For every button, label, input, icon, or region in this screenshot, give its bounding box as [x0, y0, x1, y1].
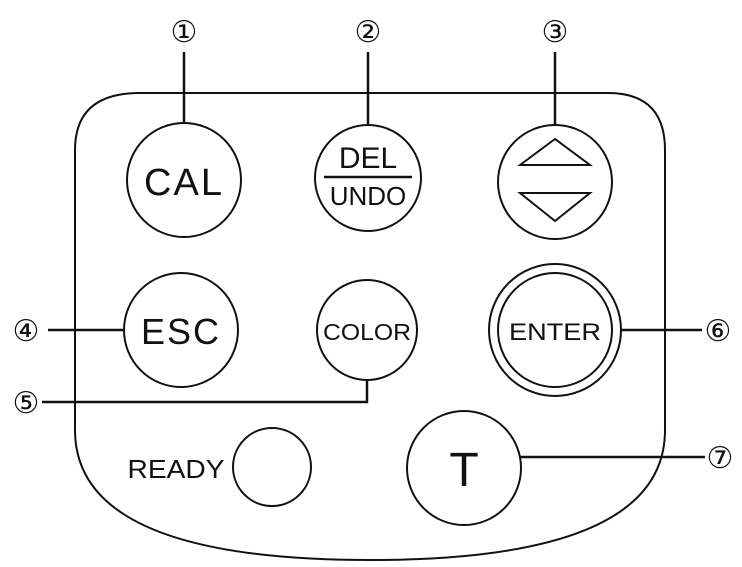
callout-7: ⑦: [707, 441, 734, 476]
up-down-button[interactable]: [497, 124, 613, 240]
del-label: DEL: [339, 142, 397, 175]
cal-button-label: CAL: [144, 162, 224, 204]
callout-3: ③: [542, 15, 569, 50]
callout-2: ②: [355, 15, 382, 50]
esc-button[interactable]: ESC: [123, 272, 239, 388]
esc-button-label: ESC: [141, 311, 221, 352]
up-arrow-icon: [516, 137, 594, 166]
enter-button[interactable]: ENTER: [488, 263, 622, 397]
callout-6: ⑥: [705, 314, 732, 349]
enter-button-label: ENTER: [509, 319, 601, 346]
t-button[interactable]: T: [406, 410, 522, 526]
callout-leaders: [42, 52, 705, 459]
callout-4: ④: [13, 314, 40, 349]
down-arrow-icon: [517, 192, 593, 223]
callout-1: ①: [171, 15, 198, 50]
color-button-label: COLOR: [323, 319, 411, 345]
leader-5: [42, 380, 369, 404]
del-undo-button[interactable]: DEL UNDO: [314, 124, 422, 232]
color-button[interactable]: COLOR: [316, 279, 418, 381]
ready-label: READY: [128, 454, 225, 484]
callout-5: ⑤: [13, 386, 40, 421]
undo-label: UNDO: [330, 181, 407, 211]
t-button-label: T: [449, 444, 478, 497]
cal-button[interactable]: CAL: [126, 122, 242, 238]
ready-indicator-lamp: [232, 427, 312, 507]
